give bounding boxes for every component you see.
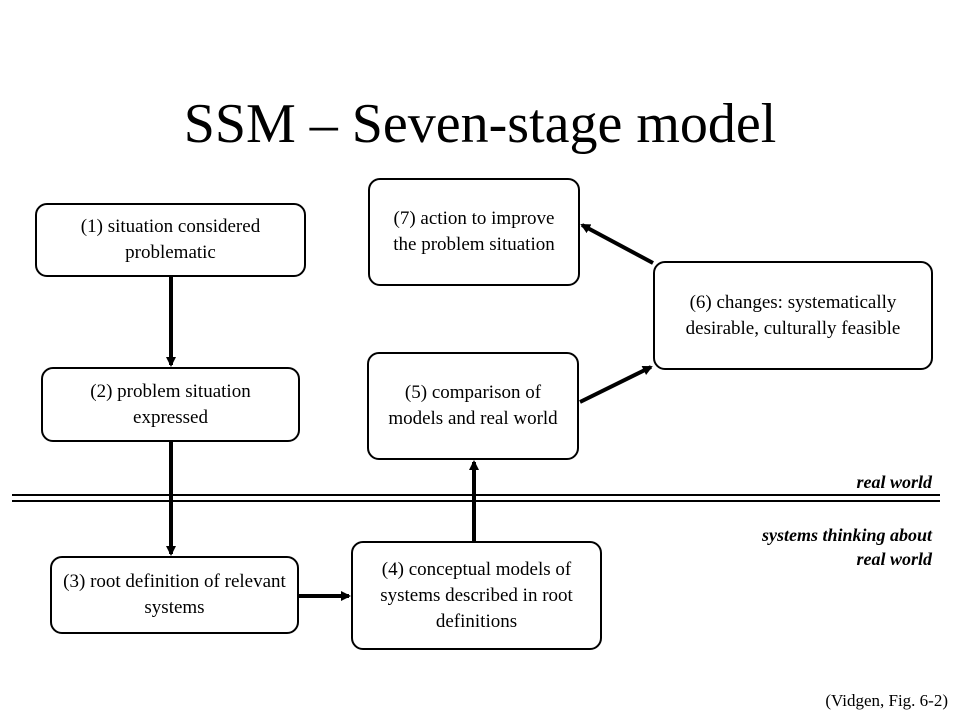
source-citation: (Vidgen, Fig. 6-2) <box>825 691 948 710</box>
systems-thinking-label: systems thinking about real world <box>761 525 932 569</box>
arrow-5-to-6 <box>579 365 653 404</box>
real-world-label: real world <box>856 472 932 492</box>
arrow-6-to-7 <box>580 223 654 265</box>
stage-1-box: (1) situation considered problematic <box>35 203 306 277</box>
stage-6-box: (6) changes: systematically desirable, c… <box>653 261 933 370</box>
stage-2-box: (2) problem situation expressed <box>41 367 300 442</box>
stage-7-box: (7) action to improve the problem situat… <box>368 178 580 286</box>
stage-4-box: (4) conceptual models of systems describ… <box>351 541 602 650</box>
diagram-title: SSM – Seven-stage model <box>183 93 777 155</box>
stage-5-box: (5) comparison of models and real world <box>367 352 579 460</box>
stage-3-box: (3) root definition of relevant systems <box>50 556 299 634</box>
